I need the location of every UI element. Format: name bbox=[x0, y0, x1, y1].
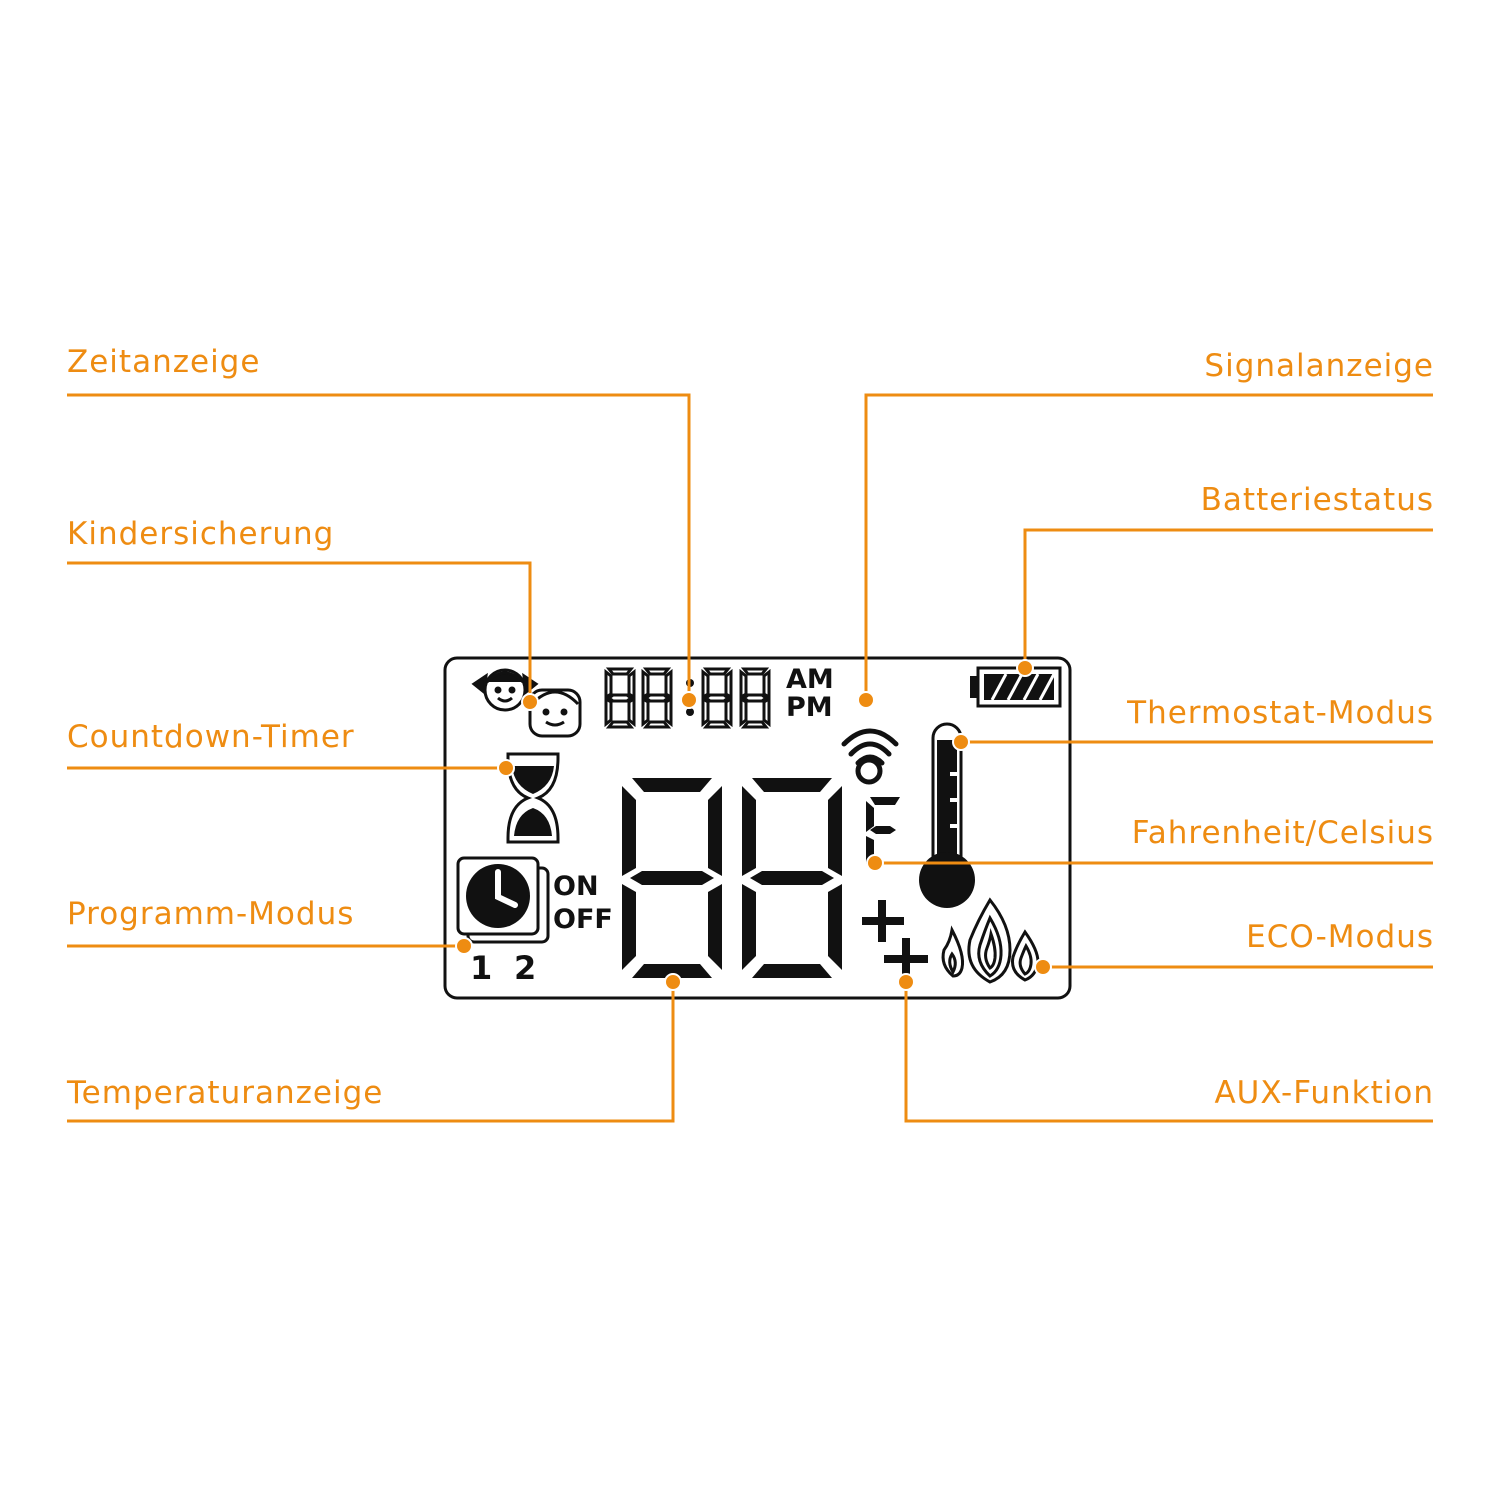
callout-batteriestatus: Batteriestatus bbox=[1200, 482, 1434, 518]
callout-fahrenheit-celsius: Fahrenheit/Celsius bbox=[1131, 815, 1434, 851]
callout-aux-funktion: AUX-Funktion bbox=[1214, 1075, 1434, 1111]
on-indicator: ON bbox=[553, 871, 599, 902]
lcd-frame bbox=[443, 656, 1072, 1000]
unit-f-segments bbox=[866, 797, 900, 864]
callout-signalanzeige: Signalanzeige bbox=[1204, 348, 1434, 384]
off-indicator: OFF bbox=[553, 904, 613, 935]
leader-dots bbox=[455, 659, 1052, 991]
callout-temperaturanzeige: Temperaturanzeige bbox=[67, 1075, 384, 1111]
program-2-indicator: 2 bbox=[514, 949, 537, 987]
battery-icon bbox=[970, 666, 1062, 708]
clock-program-icon bbox=[456, 856, 550, 944]
plus-icon bbox=[862, 900, 928, 980]
leader-lines bbox=[67, 393, 1433, 1123]
thermometer-icon bbox=[919, 722, 975, 908]
am-indicator: AM bbox=[786, 664, 834, 695]
signal-icon bbox=[841, 728, 899, 785]
callout-programm-modus: Programm-Modus bbox=[67, 896, 355, 932]
hourglass-icon bbox=[506, 752, 560, 844]
callout-kindersicherung: Kindersicherung bbox=[67, 516, 335, 552]
program-1-indicator: 1 bbox=[470, 949, 493, 987]
callout-thermostat-modus: Thermostat-Modus bbox=[1127, 695, 1434, 731]
callout-countdown-timer: Countdown-Timer bbox=[67, 719, 355, 755]
callout-zeitanzeige: Zeitanzeige bbox=[67, 344, 261, 380]
pm-indicator: PM bbox=[786, 692, 833, 723]
callout-eco-modus: ECO-Modus bbox=[1246, 919, 1434, 955]
